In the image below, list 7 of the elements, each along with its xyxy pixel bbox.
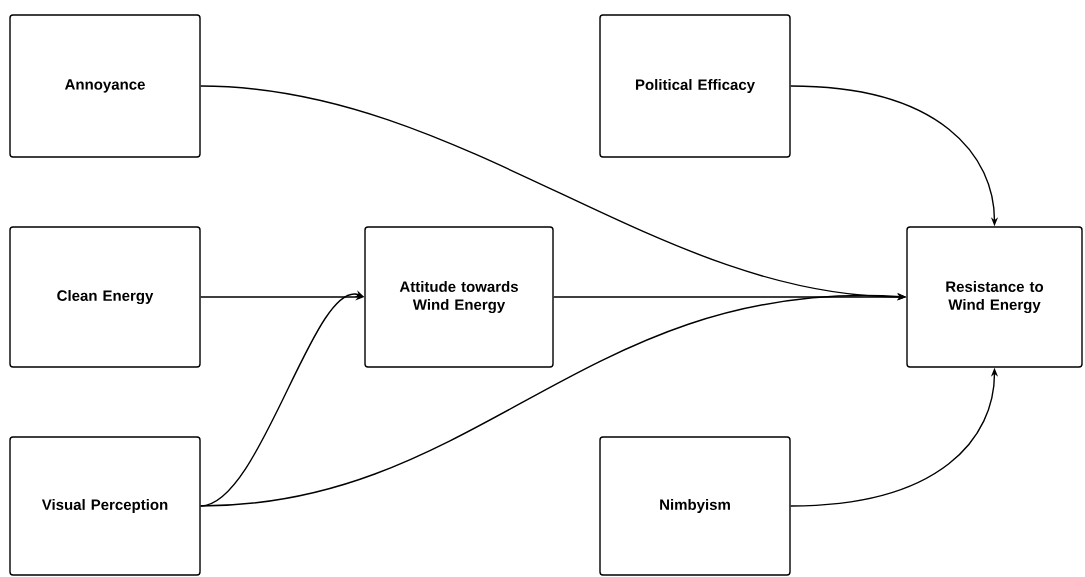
process-box: Visual Perception [9,436,201,576]
process-box: Nimbyism [599,436,791,576]
process-box: Attitude towards Wind Energy [364,226,554,368]
process-box: Annoyance [9,14,201,158]
process-box: Resistance to Wind Energy [906,226,1083,368]
process-box: Clean Energy [9,226,201,368]
process-box: Political Efficacy [599,14,791,158]
